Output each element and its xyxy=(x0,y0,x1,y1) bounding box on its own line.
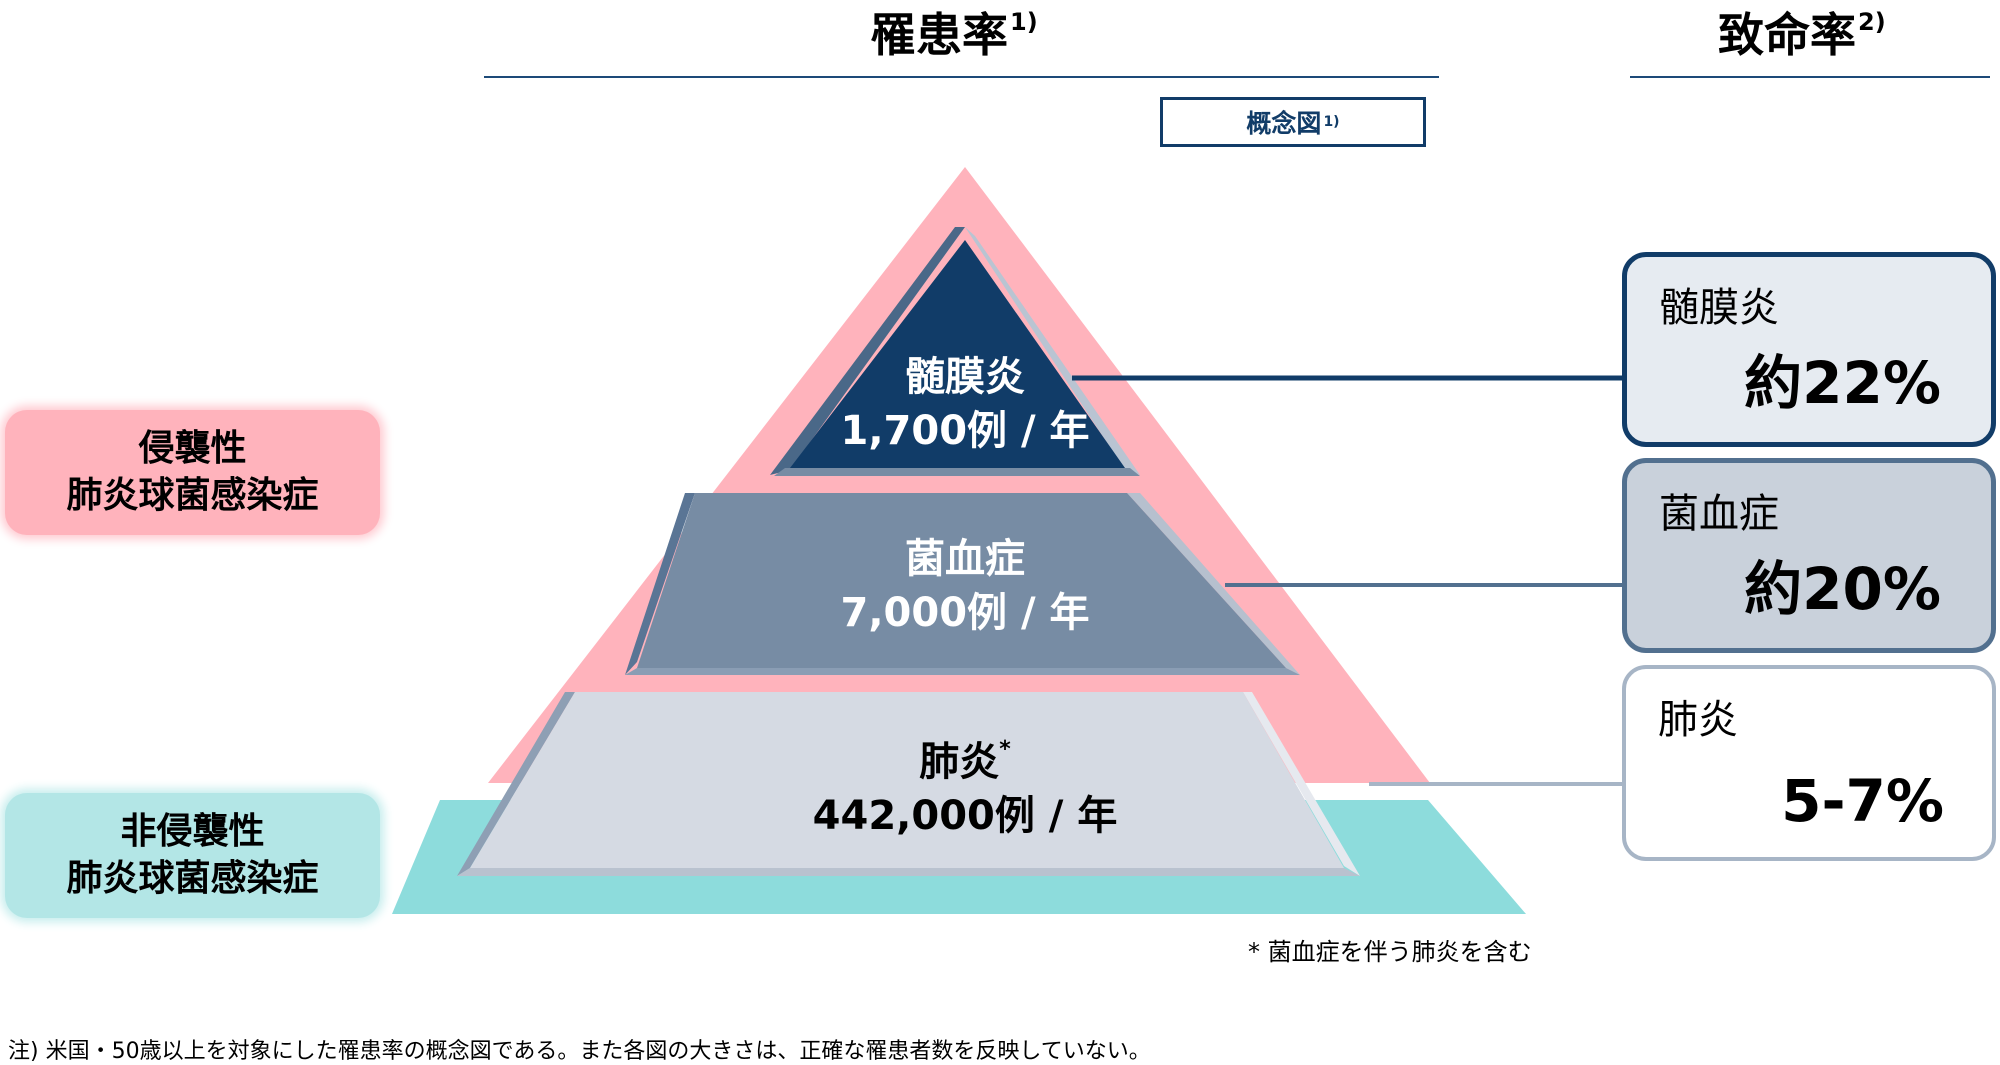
mortality-box-bacteremia: 菌血症 約20% xyxy=(1622,458,1996,653)
concept-label-ref: 1) xyxy=(1323,114,1340,130)
incidence-heading: 罹患率1) xyxy=(870,10,1038,58)
concept-label-text: 概念図 xyxy=(1246,109,1322,138)
tier-pneumonia xyxy=(470,692,1344,868)
tier-pneumonia-name: 肺炎 xyxy=(919,739,1000,785)
mortality-bacteremia-value: 約20% xyxy=(1744,555,1941,623)
tier-bacteremia-cases: 7,000例 / 年 xyxy=(840,590,1090,636)
invasive-label-line1: 侵襲性 xyxy=(138,427,247,469)
invasive-label: 侵襲性 肺炎球菌感染症 xyxy=(5,410,380,535)
tier-bacteremia-name: 菌血症 xyxy=(905,536,1025,582)
asterisk-note: * 菌血症を伴う肺炎を含む xyxy=(1248,938,1532,966)
tier-bacteremia-text: 菌血症 7,000例 / 年 xyxy=(780,532,1150,640)
mortality-rule xyxy=(1630,76,1990,78)
mortality-meningitis-value: 約22% xyxy=(1744,349,1941,417)
noninvasive-label-line1: 非侵襲性 xyxy=(120,810,265,852)
noninvasive-label: 非侵襲性 肺炎球菌感染症 xyxy=(5,793,380,918)
mortality-bacteremia-name: 菌血症 xyxy=(1659,491,1779,537)
tier-pneumonia-bevel-left xyxy=(457,692,575,876)
tier-pneumonia-bevel-right xyxy=(1243,692,1360,876)
tier-bacteremia-bevel-left xyxy=(625,493,695,675)
tier-bacteremia-bevel-bottom xyxy=(625,668,1300,675)
tier-bacteremia xyxy=(637,493,1286,668)
tier-meningitis-text: 髄膜炎 1,700例 / 年 xyxy=(805,350,1125,458)
incidence-heading-text: 罹患率 xyxy=(870,8,1008,62)
incidence-ref: 1) xyxy=(1010,8,1038,36)
mortality-heading: 致命率2) xyxy=(1718,10,1886,58)
noninvasive-label-line2: 肺炎球菌感染症 xyxy=(66,857,319,899)
tier-pneumonia-asterisk: * xyxy=(999,737,1011,762)
tier-pneumonia-cases: 442,000例 / 年 xyxy=(812,793,1118,839)
mortality-meningitis-name: 髄膜炎 xyxy=(1659,285,1779,331)
mortality-pneumonia-name: 肺炎 xyxy=(1658,697,1738,743)
mortality-box-pneumonia: 肺炎 5-7% xyxy=(1622,665,1996,861)
tier-meningitis-name: 髄膜炎 xyxy=(905,354,1025,400)
tier-meningitis-bevel-right xyxy=(965,227,1140,475)
tier-bacteremia-bevel-right xyxy=(1127,493,1300,675)
tier-meningitis-bevel-bottom xyxy=(774,468,1140,476)
tier-meningitis xyxy=(790,240,1125,468)
mortality-ref: 2) xyxy=(1858,8,1886,36)
tier-meningitis-cases: 1,700例 / 年 xyxy=(840,408,1090,454)
mortality-box-meningitis: 髄膜炎 約22% xyxy=(1622,252,1996,447)
mortality-pneumonia-value: 5-7% xyxy=(1781,767,1944,835)
invasive-label-line2: 肺炎球菌感染症 xyxy=(66,474,319,516)
footnote: 注) 米国・50歳以上を対象にした罹患率の概念図である。また各図の大きさは、正確… xyxy=(8,1039,1151,1064)
tier-meningitis-bevel-left xyxy=(770,227,965,475)
tier-pneumonia-text: 肺炎* 442,000例 / 年 xyxy=(755,735,1175,843)
mortality-heading-text: 致命率 xyxy=(1718,8,1856,62)
tier-pneumonia-bevel-bottom xyxy=(457,868,1360,876)
incidence-rule xyxy=(484,76,1439,78)
